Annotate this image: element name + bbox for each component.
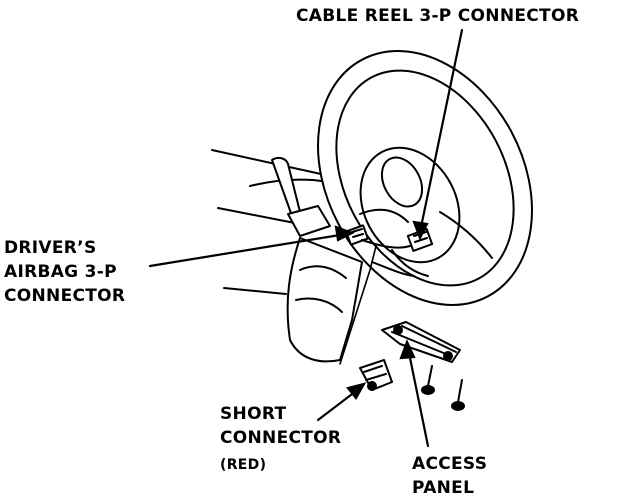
dashboard-line-upper	[211, 149, 331, 177]
short-connector-label-line2: CONNECTOR	[220, 428, 342, 448]
arrow-driver-airbag	[334, 225, 355, 242]
short-connector-label-line3: (RED)	[220, 457, 267, 473]
wheel-hub-center	[380, 156, 424, 208]
screw-right	[457, 379, 463, 403]
arrow-access-panel	[399, 339, 416, 360]
wheel-spoke-left	[359, 208, 409, 223]
short-connector-label-line1: SHORT	[220, 404, 287, 424]
harness-wire	[361, 239, 411, 249]
access-panel-label-line2: PANEL	[412, 478, 475, 498]
harness-wire-2	[371, 261, 415, 277]
wheel-spoke-bottom	[391, 249, 429, 277]
driver-airbag-label-line3: CONNECTOR	[4, 286, 126, 306]
steering-column-shade	[295, 265, 347, 313]
driver-airbag-label-line2: AIRBAG 3-P	[4, 262, 117, 282]
short-connector-route	[339, 245, 377, 365]
stalk-base	[287, 205, 331, 237]
leader-cable-reel	[418, 28, 464, 234]
wheel-hub	[359, 146, 461, 264]
steering-column	[286, 237, 363, 363]
driver-airbag-label-line1: DRIVER’S	[4, 238, 97, 258]
access-panel-label-line1: ACCESS	[412, 454, 488, 474]
leader-access-panel	[406, 346, 430, 448]
dashboard-line-middle	[217, 207, 301, 225]
arrow-cable-reel	[412, 220, 429, 241]
dashboard-line-lower	[223, 287, 287, 295]
screw-left	[427, 365, 433, 387]
short-connector-shape	[359, 359, 393, 391]
cable-reel-connector-label: CABLE REEL 3-P CONNECTOR	[296, 6, 580, 26]
leader-driver-airbag	[148, 232, 348, 268]
stalk	[271, 156, 301, 217]
arrow-short-connector	[346, 382, 367, 400]
wheel-rim-inner	[335, 69, 515, 287]
wheel-spoke-right	[439, 211, 493, 259]
